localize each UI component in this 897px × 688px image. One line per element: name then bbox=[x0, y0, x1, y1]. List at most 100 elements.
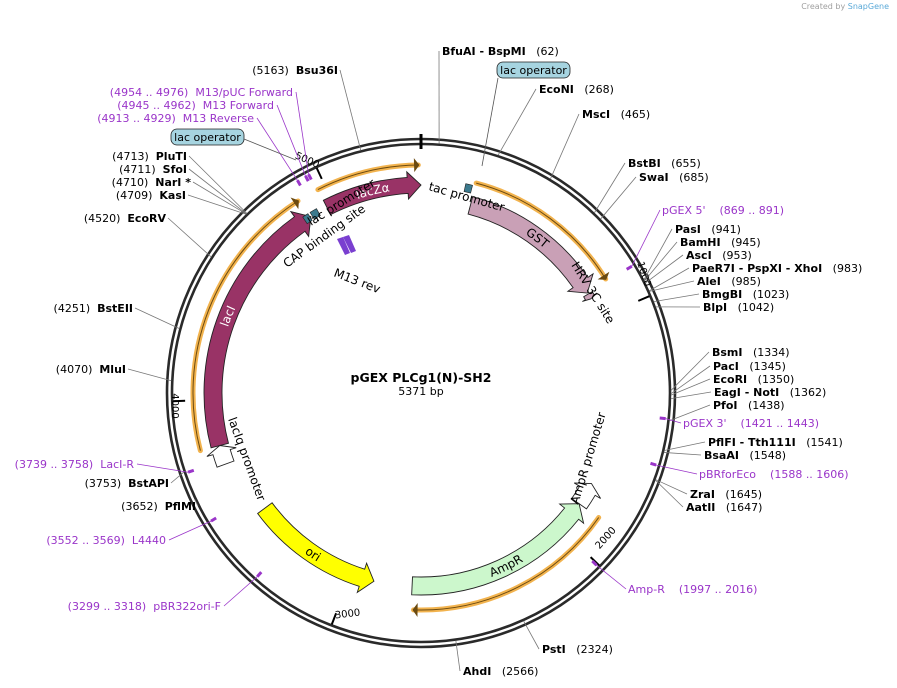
enzyme-site-pflmi: (3652) PflMI bbox=[121, 500, 196, 513]
enzyme-line-953 bbox=[645, 254, 684, 284]
primer-mark-pgex-5 bbox=[625, 264, 633, 271]
enzyme-line-685 bbox=[600, 176, 637, 220]
enzyme-site-econi: EcoNI (268) bbox=[539, 83, 614, 96]
enzyme-line-1362 bbox=[670, 391, 712, 400]
enzyme-line-941 bbox=[643, 228, 673, 280]
primer-m13-forward: (4945 .. 4962) M13 Forward bbox=[117, 99, 274, 112]
orf-tracks bbox=[190, 158, 610, 617]
tick-label-3000: 3000 bbox=[334, 608, 361, 622]
primer-amp-r: Amp-R (1997 .. 2016) bbox=[628, 583, 757, 596]
enzyme-site-bsaai: BsaAI (1548) bbox=[704, 449, 786, 462]
enzyme-line-1548 bbox=[663, 452, 702, 456]
tick-5000 bbox=[315, 167, 323, 180]
enzyme-site-pluti: (4713) PluTI bbox=[112, 150, 187, 163]
enzyme-site-aatii: AatII (1647) bbox=[686, 501, 762, 514]
enzyme-line-4713 bbox=[188, 155, 248, 214]
enzyme-line-3652 bbox=[194, 499, 199, 507]
feature-ampr-promoter bbox=[571, 482, 601, 510]
enzyme-line-4251 bbox=[134, 307, 180, 329]
enzyme-site-bsu36i: (5163) Bsu36I bbox=[252, 64, 338, 77]
enzyme-line-4520 bbox=[167, 217, 212, 258]
primer-m13-puc-forward: (4954 .. 4976) M13/pUC Forward bbox=[110, 86, 293, 99]
primer-laci-r: (3739 .. 3758) LacI-R bbox=[15, 458, 135, 471]
enzyme-line-4711 bbox=[188, 168, 247, 215]
primer-pbr322ori-f: (3299 .. 3318) pBR322ori-F bbox=[68, 600, 221, 613]
enzyme-line-1345 bbox=[670, 365, 711, 394]
enzyme-site-asci: AscI (953) bbox=[686, 249, 752, 262]
enzyme-line-1023 bbox=[653, 293, 700, 303]
tick-3000 bbox=[330, 612, 338, 625]
enzyme-line-3753 bbox=[170, 471, 185, 484]
primer-mark-m13-puc-forward bbox=[307, 173, 313, 181]
enzyme-site-ecori: EcoRI (1350) bbox=[713, 373, 794, 386]
enzyme-site-bamhi: BamHI (945) bbox=[680, 236, 761, 249]
enzyme-site-ecorv: (4520) EcoRV bbox=[84, 212, 167, 225]
hrv-3c-site-label: HRV 3C site bbox=[568, 259, 617, 326]
enzyme-site-eagi: EagI - NotI (1362) bbox=[714, 386, 826, 399]
tick-label-5000: 5000 bbox=[293, 151, 321, 171]
enzyme-line-1645 bbox=[655, 479, 688, 495]
primer-mark-pbrforeco bbox=[650, 461, 657, 467]
enzyme-site-pasi: PasI (941) bbox=[675, 223, 741, 236]
plasmid-name: pGEX PLCg1(N)-SH2 bbox=[351, 370, 492, 385]
feature-gst bbox=[467, 196, 594, 294]
primer-mark-m13-forward bbox=[304, 175, 310, 182]
enzyme-site-bmgbi: BmgBI (1023) bbox=[702, 288, 789, 301]
svg-text:lac operator: lac operator bbox=[174, 131, 241, 144]
enzyme-site-kasi: (4709) KasI bbox=[116, 189, 186, 202]
snapgene-credit: Created by SnapGene bbox=[801, 2, 889, 11]
feature-laciq-promoter bbox=[206, 445, 237, 468]
enzyme-line-2566 bbox=[455, 640, 461, 672]
svg-text:lac operator: lac operator bbox=[500, 64, 567, 77]
enzyme-site-bfuai: BfuAI - BspMI (62) bbox=[442, 45, 559, 58]
tick-2000 bbox=[589, 556, 600, 567]
enzyme-line-1647 bbox=[655, 479, 684, 508]
enzyme-line-983 bbox=[648, 267, 690, 292]
enzyme-site-bstbi: BstBI (655) bbox=[628, 157, 701, 170]
feature-lac-promoter bbox=[309, 208, 321, 220]
plasmid-length: 5371 bp bbox=[398, 385, 443, 398]
tick-1000 bbox=[637, 295, 650, 302]
enzyme-line-1541 bbox=[664, 441, 706, 451]
enzyme-line-5163 bbox=[339, 69, 362, 151]
enzyme-line-2324 bbox=[523, 620, 540, 650]
enzyme-site-bsmi: BsmI (1334) bbox=[712, 346, 790, 359]
feature-ori bbox=[257, 502, 375, 594]
enzyme-site-sfoi: (4711) SfoI bbox=[119, 163, 187, 176]
enzyme-site-pfoi: PfoI (1438) bbox=[713, 399, 785, 412]
feature-laci bbox=[203, 210, 312, 449]
primer-mark-m13-reverse bbox=[296, 179, 302, 187]
feature-ampr bbox=[411, 503, 585, 596]
snapgene-brand: SnapGene bbox=[847, 2, 889, 11]
enzyme-line-268 bbox=[497, 88, 537, 156]
primer-pgex-5: pGEX 5' (869 .. 891) bbox=[662, 204, 784, 217]
enzyme-line-4710 bbox=[192, 181, 247, 215]
enzyme-line-1350 bbox=[670, 378, 711, 396]
primer-mark-amp-r bbox=[591, 560, 598, 567]
m13-rev-arrows bbox=[337, 235, 356, 255]
lac-operator-left: lac operator bbox=[170, 128, 297, 161]
enzyme-site-msci: MscI (465) bbox=[582, 108, 650, 121]
enzyme-site-blpi: BlpI (1042) bbox=[703, 301, 774, 314]
enzyme-site-paer7i: PaeR7I - PspXI - XhoI (983) bbox=[692, 262, 862, 275]
feature-tac-promoter bbox=[463, 183, 473, 194]
primer-pgex-3: pGEX 3' (1421 .. 1443) bbox=[683, 417, 819, 430]
m13-rev-label: M13 rev bbox=[332, 266, 382, 296]
primer-mark-pgex-3 bbox=[659, 416, 666, 421]
feature-lacz bbox=[322, 170, 422, 216]
enzyme-line-4709 bbox=[187, 194, 247, 215]
enzyme-site-alei: AleI (985) bbox=[697, 275, 761, 288]
primer-mark-l4440 bbox=[210, 516, 217, 523]
enzyme-site-bstapi: (3753) BstAPI bbox=[85, 477, 169, 490]
enzyme-site-nari: (4710) NarI * bbox=[112, 176, 192, 189]
enzyme-line-465 bbox=[550, 113, 580, 180]
enzyme-line-655 bbox=[594, 162, 626, 214]
enzyme-site-bsteii: (4251) BstEII bbox=[54, 302, 133, 315]
primer-mark-laci-r bbox=[187, 468, 195, 474]
feature-cap-binding-site bbox=[302, 213, 313, 225]
tick-label-4000: 4000 bbox=[169, 393, 180, 418]
enzyme-line-1334 bbox=[670, 351, 710, 391]
label-leader-lines bbox=[127, 50, 712, 672]
enzyme-site-zrai: ZraI (1645) bbox=[690, 488, 762, 501]
primer-mark-pbr322ori-f bbox=[256, 571, 263, 578]
